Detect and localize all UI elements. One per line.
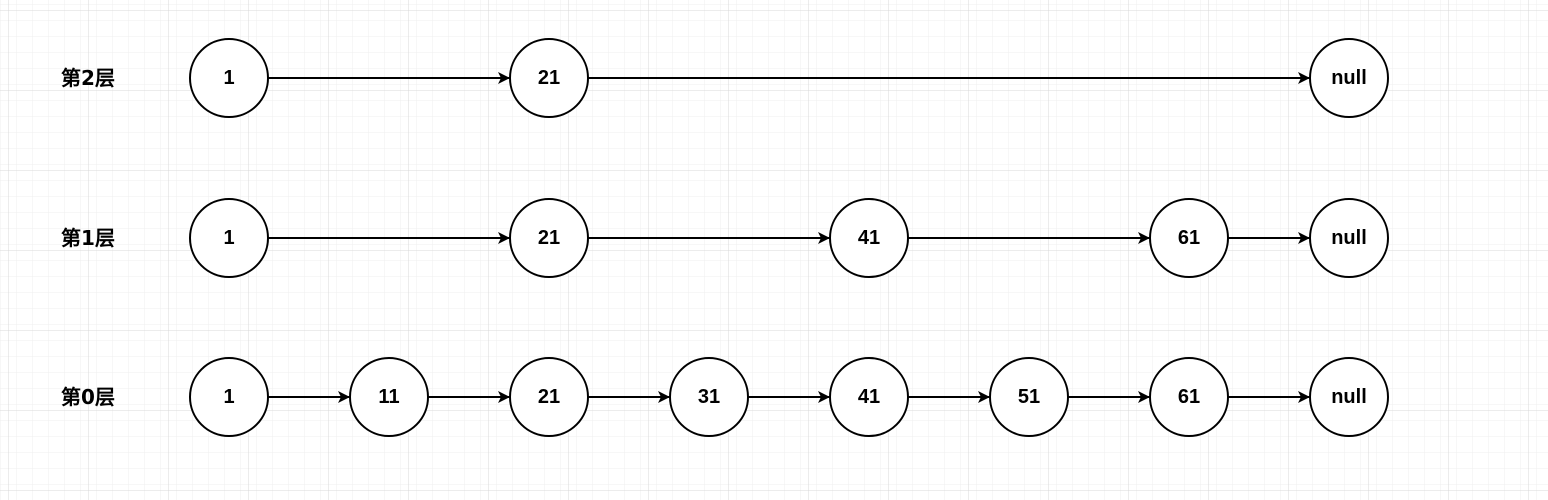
node-level-1-1: 1 (189, 198, 269, 278)
node-circle (189, 357, 269, 437)
node-level-1-41: 41 (829, 198, 909, 278)
level-label-1: 第1层 (61, 226, 115, 250)
node-value: 51 (1018, 386, 1040, 408)
node-level-0-31: 31 (669, 357, 749, 437)
node-value: 21 (538, 227, 560, 249)
node-level-0-41: 41 (829, 357, 909, 437)
node-value: null (1331, 227, 1367, 249)
node-level-0-21: 21 (509, 357, 589, 437)
node-value: 21 (538, 67, 560, 89)
node-value: 1 (223, 227, 234, 249)
level-label-2: 第2层 (61, 66, 115, 90)
node-circle (829, 198, 909, 278)
node-value: 21 (538, 386, 560, 408)
node-circle (509, 357, 589, 437)
node-level-1-null: null (1309, 198, 1389, 278)
node-level-0-51: 51 (989, 357, 1069, 437)
node-circle (189, 198, 269, 278)
node-level-0-null: null (1309, 357, 1389, 437)
node-value: 31 (698, 386, 720, 408)
node-value: 1 (223, 67, 234, 89)
node-circle (989, 357, 1069, 437)
node-value: 61 (1178, 227, 1200, 249)
node-level-1-61: 61 (1149, 198, 1229, 278)
node-value: 41 (858, 386, 880, 408)
node-level-1-21: 21 (509, 198, 589, 278)
node-value: null (1331, 67, 1367, 89)
node-value: 61 (1178, 386, 1200, 408)
node-value: null (1331, 386, 1367, 408)
node-circle (1309, 357, 1389, 437)
node-circle (1149, 198, 1229, 278)
node-level-2-21: 21 (509, 38, 589, 118)
node-level-0-61: 61 (1149, 357, 1229, 437)
node-level-0-11: 11 (349, 357, 429, 437)
node-circle (829, 357, 909, 437)
node-circle (1309, 198, 1389, 278)
node-circle (1149, 357, 1229, 437)
node-circle (669, 357, 749, 437)
node-value: 41 (858, 227, 880, 249)
node-circle (509, 198, 589, 278)
edges-layer (268, 72, 1310, 403)
node-circle (349, 357, 429, 437)
node-circle (509, 38, 589, 118)
node-level-2-1: 1 (189, 38, 269, 118)
node-circle (189, 38, 269, 118)
node-level-2-null: null (1309, 38, 1389, 118)
node-level-0-1: 1 (189, 357, 269, 437)
node-value: 11 (378, 386, 399, 408)
node-circle (1309, 38, 1389, 118)
level-label-0: 第0层 (61, 385, 115, 409)
node-value: 1 (223, 386, 234, 408)
